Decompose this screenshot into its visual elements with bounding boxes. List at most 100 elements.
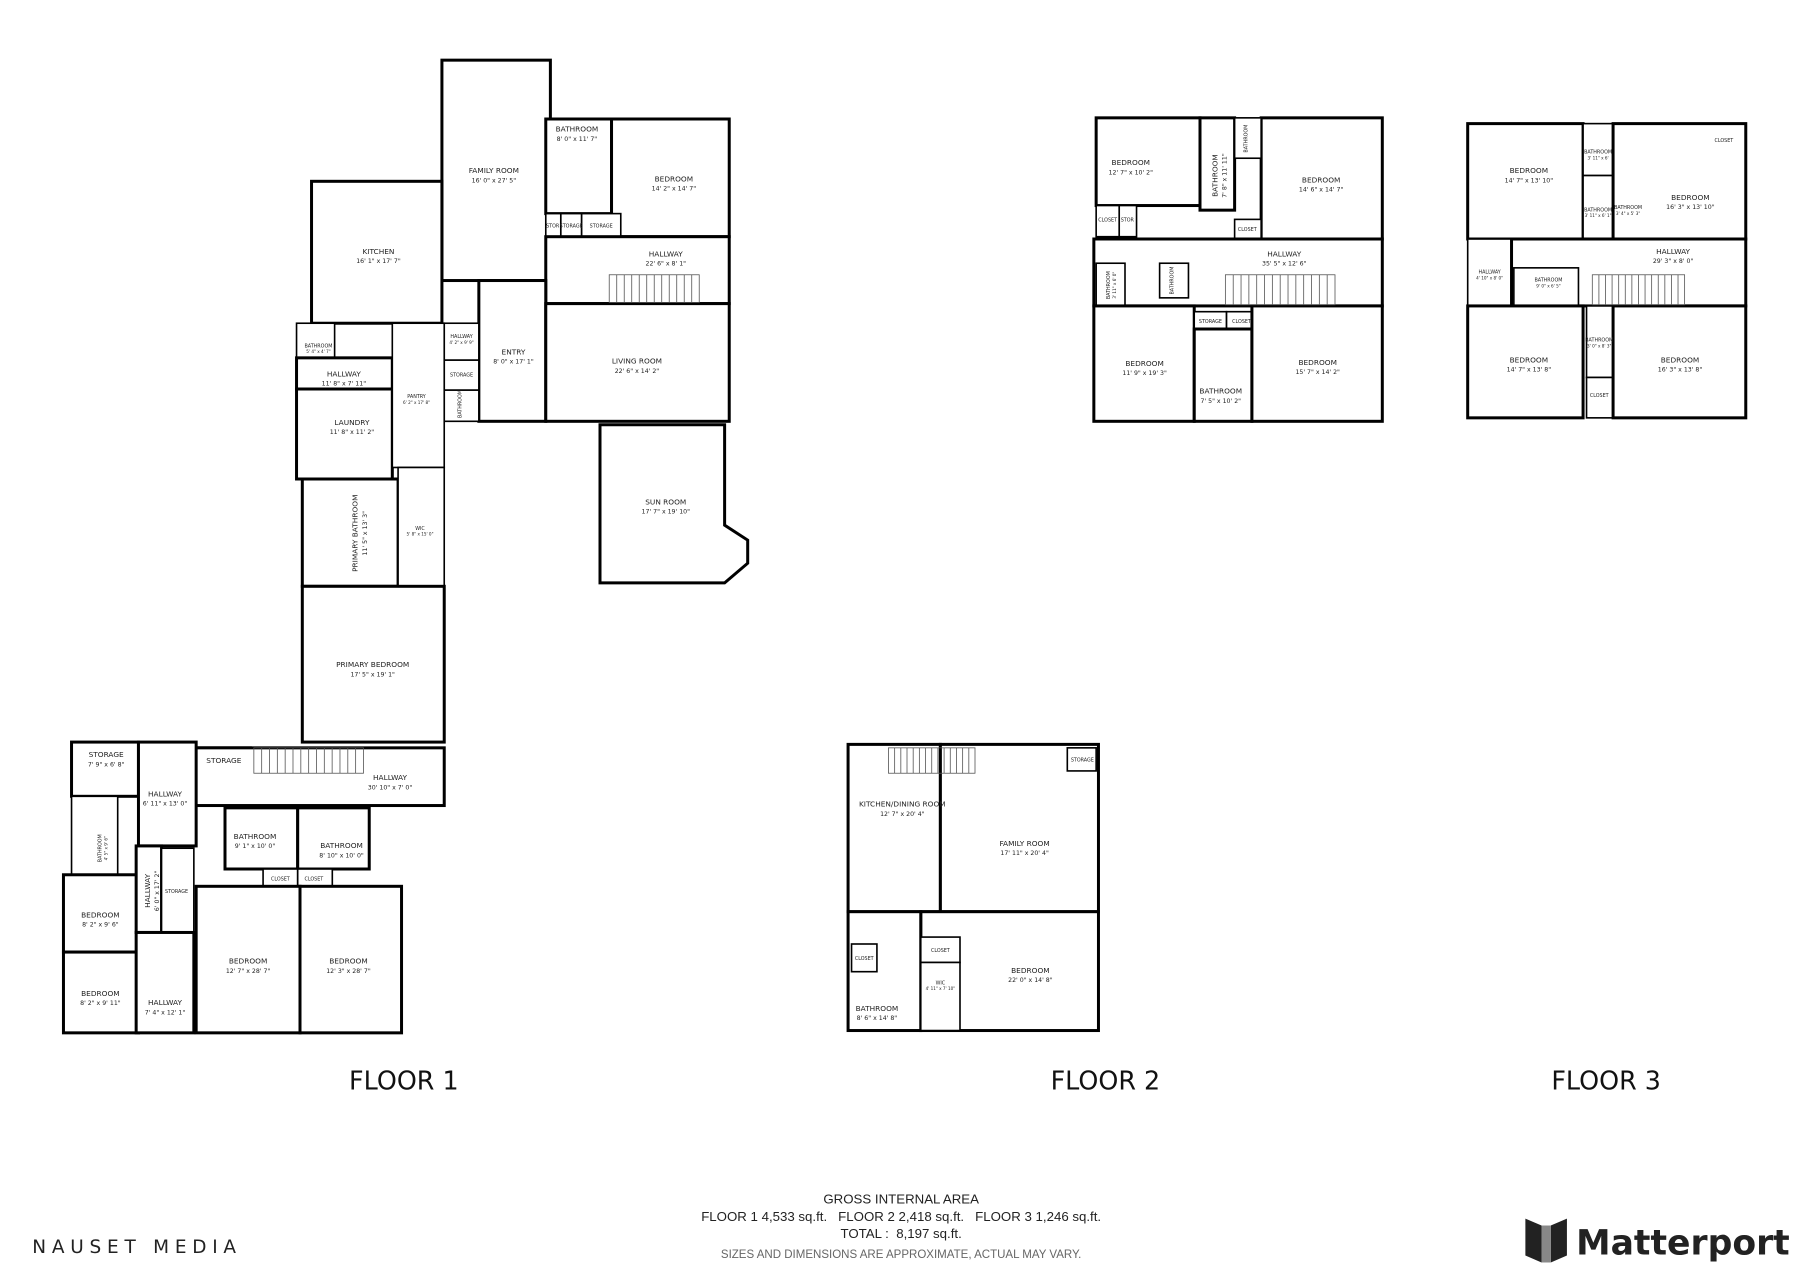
room-dimensions: 4' 5" x 9' 6" [103,836,108,860]
room-outline [194,884,302,1035]
room-name: BEDROOM [1661,355,1700,364]
room-outline [1066,747,1097,772]
room-outline [1513,267,1580,307]
room-dimensions: 16' 0" x 27' 5" [472,177,517,184]
floor-2-label: FLOOR 2 [1051,1065,1161,1095]
room-outline [136,740,198,848]
room-label: STORAGE [206,756,241,765]
room-outline [1582,122,1614,177]
room-name: BATHROOM [1243,125,1249,153]
room-label: BATHROOM [1243,125,1249,153]
room-dimensions: 14' 7" x 13' 10" [1505,177,1554,184]
room-name: STOR [546,223,560,229]
room-label: STOR [546,223,560,229]
room-dimensions: 29' 3" x 8' 0" [1653,258,1694,265]
room-name: BEDROOM [1298,358,1337,367]
room-dimensions: 8' 10" x 10' 0" [319,852,364,859]
room-dimensions: 11' 8" x 7' 11" [322,381,367,388]
room-outline [1192,327,1254,423]
room-label: STORAGE [1199,319,1222,325]
room-dimensions: 16' 1" x 17' 7" [356,258,401,265]
room-dimensions: 8' 2" x 9' 11" [80,1000,121,1007]
room-outline [1158,262,1190,299]
room-name: BEDROOM [1510,166,1549,175]
room-dimensions: 17' 11" x 20' 4" [1000,850,1049,857]
room-name: BATHROOM [304,343,332,349]
room-label: STORAGE [450,372,473,378]
room-outline [223,806,300,871]
room-name: HALLWAY [1267,249,1301,258]
room-name: BATHROOM [234,832,277,841]
room-outline [1585,305,1614,379]
room-label: CLOSET [855,956,874,962]
room-name: STORAGE [165,889,188,895]
room-label: STORAGE [165,889,188,895]
room-name: BATHROOM [856,1004,899,1013]
room-outline [440,58,552,283]
room-name: STORAGE [450,372,473,378]
rooms-layer [61,58,1748,1035]
room-dimensions: 30' 10" x 7' 0" [368,784,413,791]
room-label: CLOSET [1232,319,1251,325]
room-dimensions: 12' 7" x 10' 2" [1109,169,1154,176]
floor-1-plan [61,58,750,1035]
staircase [1224,274,1336,306]
room-dimensions: 7' 4" x 12' 1" [145,1009,186,1016]
room-dimensions: 3' 11" x 6' [1588,155,1609,160]
room-label: HALLWAY 35' 5" x 12' 6" [1262,249,1307,267]
room-dimensions: 14' 7" x 13' 8" [1507,367,1552,374]
room-name: CLOSET [1714,138,1733,144]
room-dimensions: 9' 0" x 6' 5" [1536,283,1560,288]
room-dimensions: 11' 8" x 11' 2" [330,429,375,436]
room-label: CLOSET [931,948,950,954]
room-outline [1094,116,1202,208]
floor-3-label: FLOOR 3 [1551,1065,1661,1095]
room-dimensions: 16' 3" x 13' 10" [1666,204,1715,211]
room-dimensions: 35' 5" x 12' 6" [1262,261,1307,268]
room-dimensions: 5' 4" x 4' 7" [306,349,330,354]
room-outline [1118,204,1138,238]
room-name: BEDROOM [655,174,694,183]
room-outline [1582,174,1614,240]
room-outline [397,466,446,588]
room-name: BATHROOM [1614,205,1642,211]
room-dimensions: 7' 9" x 6' 8" [88,761,125,768]
room-name: BEDROOM [1510,355,1549,364]
room-outline [919,961,961,1032]
room-name: HALLWAY [649,249,683,258]
room-outline [160,847,195,934]
room-outline [1611,304,1748,420]
room-dimensions: 12' 7" x 28' 7" [226,968,271,975]
floor-3-plan [1466,122,1748,420]
